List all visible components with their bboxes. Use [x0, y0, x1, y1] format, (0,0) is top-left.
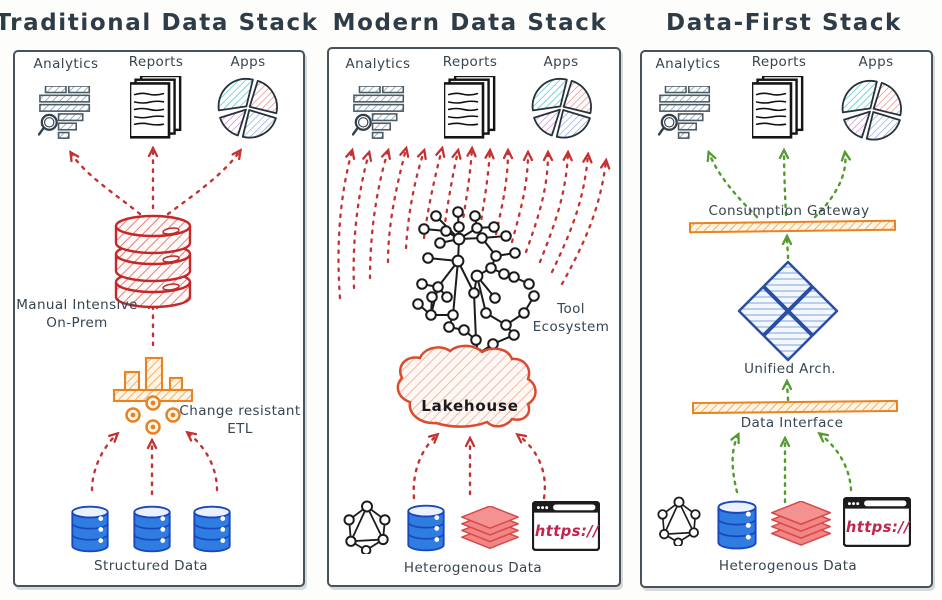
warehouse-label-line1: Manual Intensive	[16, 297, 138, 313]
apps-pie-icon	[531, 77, 592, 139]
layers-icon	[771, 501, 831, 546]
etl-label-line1: Change resistant	[179, 403, 301, 419]
etl-label-line2: ETL	[227, 421, 253, 437]
analytics-label: Analytics	[33, 56, 99, 72]
structured-data-label: Structured Data	[94, 558, 208, 574]
apps-pie-icon	[217, 77, 278, 139]
lakehouse-cloud	[396, 344, 537, 428]
browser-icon	[532, 501, 600, 551]
structured-db-icon	[71, 505, 109, 553]
graph-data-icon	[343, 500, 391, 554]
tool-ecosystem-network	[412, 206, 540, 360]
apps-pie-icon	[841, 79, 902, 141]
warehouse-label-line2: On-Prem	[46, 315, 108, 331]
red-arrows-to-cloud	[412, 435, 547, 500]
unified-arch-label: Unified Arch.	[744, 361, 836, 377]
data-interface-bar	[691, 399, 899, 415]
heterogenous-data-label: Heterogenous Data	[718, 558, 858, 574]
data-interface-label: Data Interface	[740, 415, 844, 431]
analytics-label: Analytics	[345, 56, 411, 72]
structured-db-icon	[193, 505, 231, 553]
panel1-title: Traditional Data Stack	[0, 10, 319, 36]
unified-arch-diamond	[737, 260, 839, 362]
apps-label: Apps	[858, 54, 894, 70]
red-database-icon	[114, 214, 192, 309]
analytics-icon	[352, 86, 405, 140]
panel-traditional	[13, 50, 305, 587]
analytics-icon	[38, 86, 91, 140]
structured-db-icon	[133, 505, 171, 553]
panel1-art	[38, 76, 278, 553]
browser-icon	[843, 497, 911, 547]
lakehouse-label: Lakehouse	[421, 397, 519, 415]
panel3-title: Data-First Stack	[666, 10, 902, 36]
analytics-label: Analytics	[655, 56, 721, 72]
reports-label: Reports	[751, 54, 807, 70]
red-arrows-up-p1	[71, 149, 240, 496]
reports-icon	[130, 76, 182, 139]
ecosystem-label-line2: Ecosystem	[532, 319, 610, 335]
ecosystem-label-line1: Tool	[557, 301, 585, 317]
graph-data-icon	[657, 496, 701, 546]
analytics-icon	[658, 86, 711, 140]
database-icon	[717, 500, 757, 550]
layers-icon	[461, 506, 519, 549]
apps-label: Apps	[230, 54, 266, 70]
panel3-art	[657, 76, 911, 550]
panel2-art	[337, 76, 607, 554]
reports-label: Reports	[442, 54, 498, 70]
etl-machine-icon	[112, 356, 194, 435]
reports-label: Reports	[128, 54, 184, 70]
heterogenous-data-label: Heterogenous Data	[403, 560, 543, 576]
apps-label: Apps	[543, 54, 579, 70]
reports-icon	[444, 76, 496, 139]
database-icon	[407, 504, 445, 552]
panel2-title: Modern Data Stack	[332, 10, 608, 36]
reports-icon	[752, 76, 804, 139]
consumption-gateway-label: Consumption Gateway	[708, 203, 870, 219]
green-arrows	[709, 151, 853, 504]
consumption-gateway-bar	[688, 219, 897, 234]
